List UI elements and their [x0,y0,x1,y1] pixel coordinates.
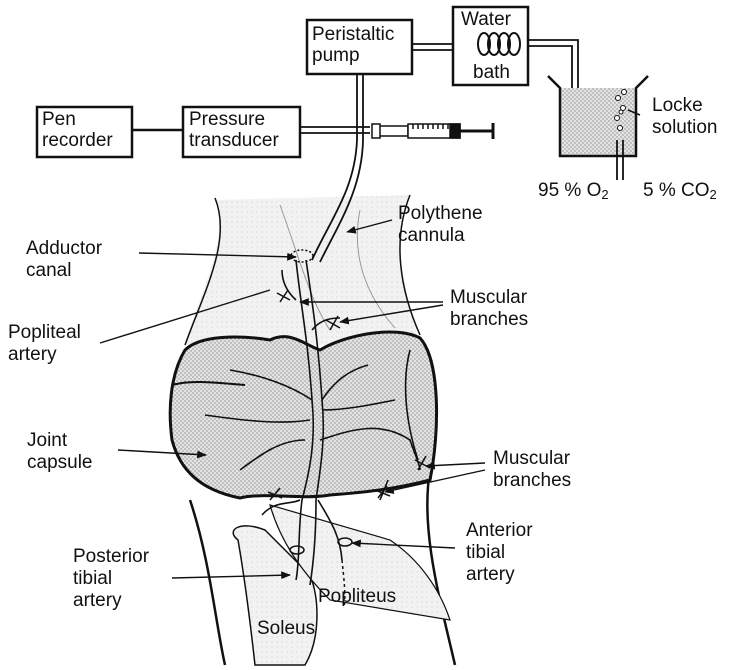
pointer-muscular-lower-a [426,463,485,466]
carbon-dioxide-label: 5 % CO2 [643,180,717,206]
popliteal-artery-label: Popliteal artery [8,322,81,366]
oxygen-label: 95 % O2 [538,180,609,206]
locke-solution-label: Locke solution [652,95,718,139]
polythene-cannula-label: Polythene cannula [398,203,483,247]
peristaltic-pump-label: Peristaltic pump [312,24,394,66]
tubing-pump-bath [412,44,453,50]
muscular-branches-lower-label: Muscular branches [493,448,571,492]
posterior-tibial-artery-label: Posterior tibial artery [73,546,149,612]
syringe-icon [372,123,493,139]
muscular-branches-upper-label: Muscular branches [450,287,528,331]
water-label: Water [461,9,511,30]
anterior-tibial-artery-label: Anterior tibial artery [466,520,533,586]
adductor-canal-label: Adductor canal [26,238,102,282]
pressure-transducer-label: Pressure transducer [189,109,279,151]
tubing-pump-down [357,74,363,140]
soleus-label: Soleus [257,618,315,640]
bath-label: bath [473,62,510,83]
tubing-transducer [300,127,370,133]
joint-capsule-label: Joint capsule [27,430,93,474]
popliteus-label: Popliteus [318,586,396,608]
pen-recorder-label: Pen recorder [42,109,113,151]
beaker-icon [548,76,648,180]
